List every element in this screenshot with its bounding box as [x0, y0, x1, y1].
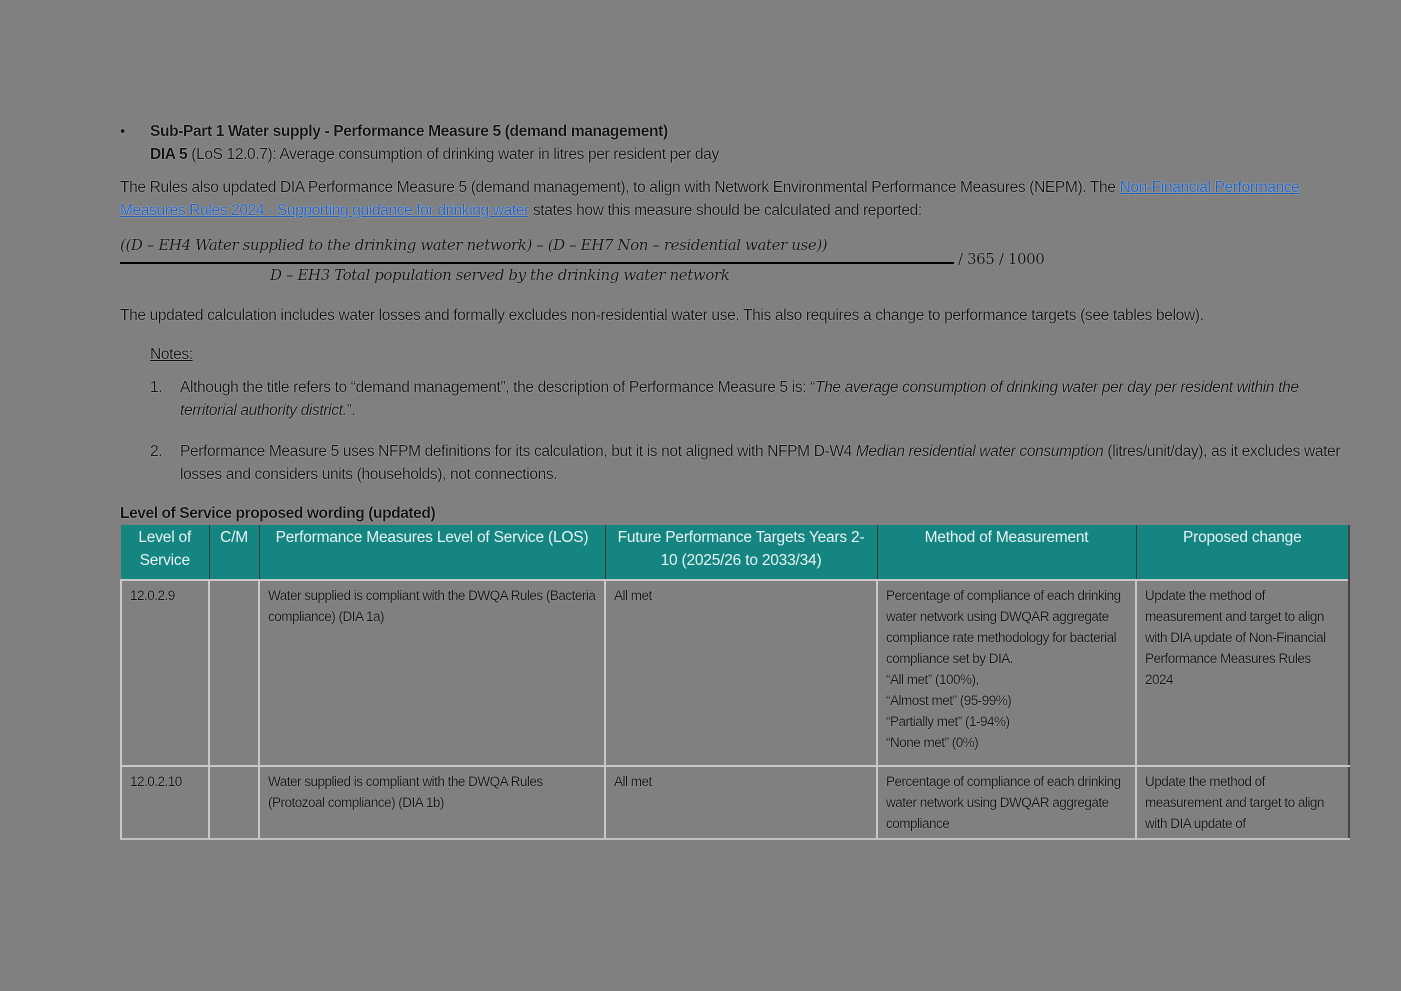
- los-table: Level of Service C/M Performance Measure…: [120, 525, 1350, 840]
- formula-denominator: D – EH3 Total population served by the d…: [270, 266, 730, 284]
- table-header-row: Level of Service C/M Performance Measure…: [121, 525, 1350, 580]
- intro-paragraph: The Rules also updated DIA Performance M…: [120, 179, 1300, 219]
- table-row: 12.0.2.9 Water supplied is compliant wit…: [120, 579, 1350, 767]
- bullet-icon: •: [120, 123, 125, 140]
- section-subtitle: DIA 5 (LoS 12.0.7): Average consumption …: [150, 146, 719, 163]
- cell-measure: Water supplied is compliant with the DWQ…: [258, 765, 606, 840]
- column-header: Proposed change: [1136, 525, 1350, 580]
- column-header: Future Performance Targets Years 2-10 (2…: [605, 525, 878, 580]
- guidance-link[interactable]: Non-Financial Performance Measures Rules…: [120, 179, 1300, 219]
- formula-tail: / 365 / 1000: [958, 250, 1045, 268]
- fraction-bar: [120, 262, 954, 264]
- note-item: 1. Although the title refers to “demand …: [150, 379, 1299, 419]
- table-title: Level of Service proposed wording (updat…: [120, 505, 436, 522]
- cell-measure: Water supplied is compliant with the DWQ…: [258, 579, 606, 767]
- calculation-paragraph: The updated calculation includes water l…: [120, 307, 1204, 324]
- section-title: Sub-Part 1 Water supply - Performance Me…: [150, 123, 668, 140]
- cell-cm: [208, 579, 260, 767]
- note-item: 2. Performance Measure 5 uses NFPM defin…: [150, 443, 1341, 483]
- formula-numerator: ((D – EH4 Water supplied to the drinking…: [120, 236, 828, 254]
- cell-los: 12.0.2.10: [120, 765, 210, 840]
- cell-change: Update the method of measurement and tar…: [1135, 765, 1350, 840]
- column-header: Performance Measures Level of Service (L…: [259, 525, 606, 580]
- cell-cm: [208, 765, 260, 840]
- cell-method: Percentage of compliance of each drinkin…: [876, 579, 1137, 767]
- cell-method: Percentage of compliance of each drinkin…: [876, 765, 1137, 840]
- cell-los: 12.0.2.9: [120, 579, 210, 767]
- table-row: 12.0.2.10 Water supplied is compliant wi…: [120, 765, 1350, 840]
- cell-target: All met: [604, 765, 878, 840]
- column-header: C/M: [209, 525, 260, 580]
- column-header: Method of Measurement: [877, 525, 1137, 580]
- section-heading: • Sub-Part 1 Water supply - Performance …: [120, 120, 1350, 166]
- document-page: • Sub-Part 1 Water supply - Performance …: [120, 120, 1350, 840]
- cell-target: All met: [604, 579, 878, 767]
- cell-change: Update the method of measurement and tar…: [1135, 579, 1350, 767]
- formula: ((D – EH4 Water supplied to the drinking…: [120, 236, 1350, 290]
- notes-label: Notes:: [150, 346, 193, 363]
- column-header: Level of Service: [121, 525, 210, 580]
